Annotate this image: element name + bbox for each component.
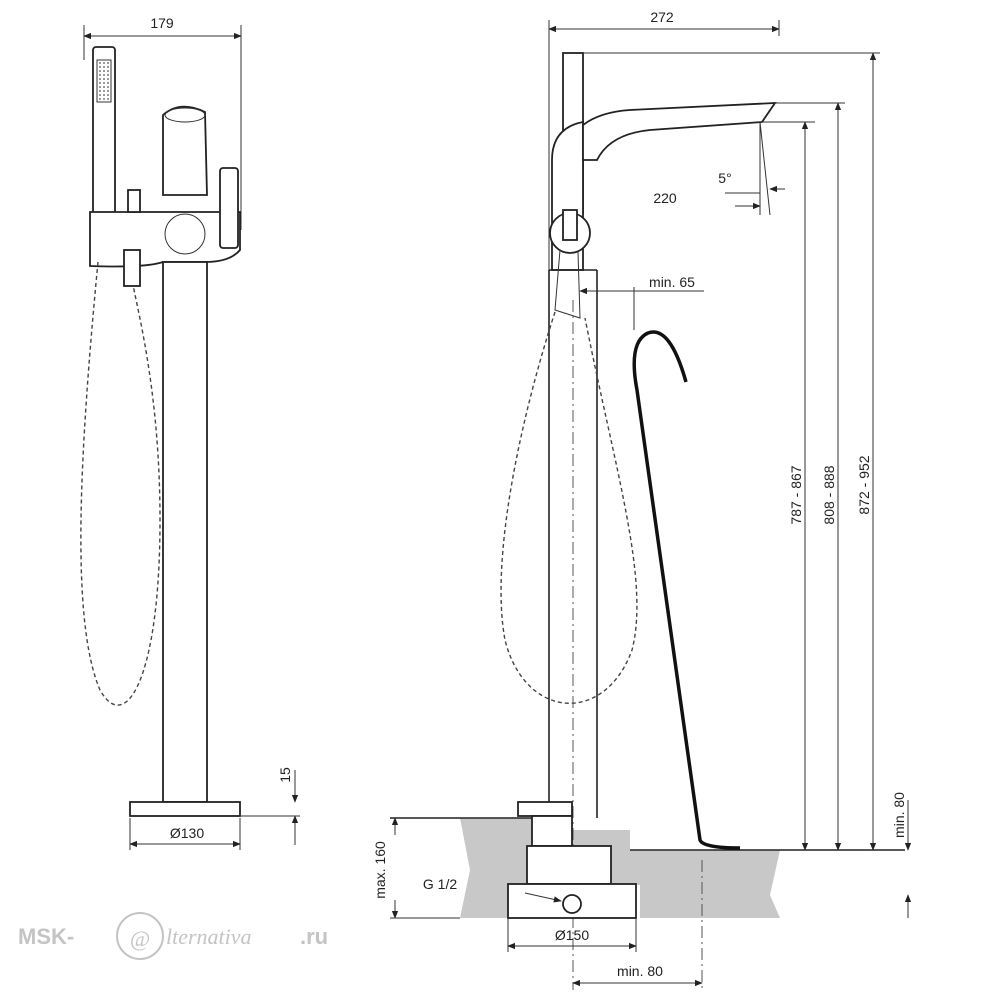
dim-spout-angle: 5° xyxy=(718,170,731,186)
dim-front-width: 272 xyxy=(650,9,674,25)
dim-depth-max: max. 160 xyxy=(372,841,388,899)
dim-side-width: 179 xyxy=(150,15,174,31)
front-hose xyxy=(500,311,638,704)
side-view: 179 15 xyxy=(80,15,300,850)
dim-spout-reach: 220 xyxy=(653,190,677,206)
watermark-suffix: lternativa xyxy=(166,924,252,949)
dim-side-base-diameter: Ø130 xyxy=(170,825,204,841)
mixer-body xyxy=(89,105,241,287)
watermark-tld: .ru xyxy=(300,924,328,949)
front-view: 272 220 5° min. 65 xyxy=(372,9,912,990)
column xyxy=(162,261,208,803)
dim-thread: G 1/2 xyxy=(423,876,457,892)
dim-height-outlet: 787 - 867 xyxy=(788,465,804,524)
base-plate xyxy=(129,801,241,817)
front-column xyxy=(548,52,598,818)
watermark-brand: MSK- xyxy=(18,924,74,949)
dim-height-spout-top: 808 - 888 xyxy=(821,465,837,524)
bath-rim xyxy=(632,330,741,850)
watermark: MSK- @ lternativa .ru xyxy=(18,912,328,960)
dim-clearance-min: min. 65 xyxy=(649,274,695,290)
dim-floor-min: min. 80 xyxy=(891,792,907,838)
dim-height-total: 872 - 952 xyxy=(856,455,872,514)
dim-side-base-height: 15 xyxy=(277,767,293,783)
hand-shower xyxy=(92,46,116,216)
dim-mount-diameter: Ø150 xyxy=(555,927,589,943)
hose xyxy=(80,261,161,706)
concealed-body xyxy=(507,801,637,919)
watermark-at-symbol: @ xyxy=(130,926,150,951)
dim-offset-min: min. 80 xyxy=(617,963,663,979)
spout xyxy=(582,102,777,161)
